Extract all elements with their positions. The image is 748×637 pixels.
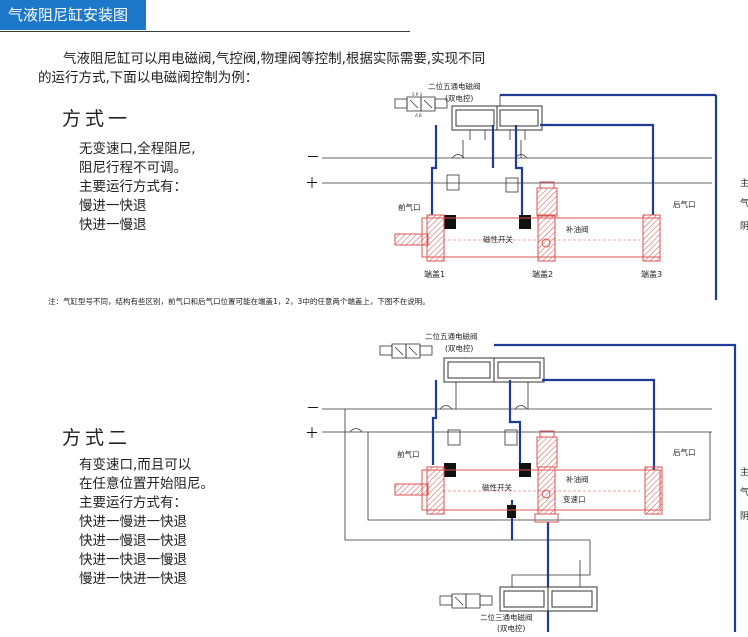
magnetic-switch-label: 磁性开关 <box>483 234 513 244</box>
mode2-line: 快进一慢退一快退 <box>79 533 187 549</box>
mode1-description: 无变速口,全程阻尼, 阻尼行程不可调。 主要运行方式有： 慢进一快退 快进一慢退 <box>79 140 196 235</box>
cylinder <box>394 214 661 262</box>
svg-text:5 P 3: 5 P 3 <box>412 92 423 97</box>
svg-text:阴: 阴 <box>740 511 748 522</box>
air-pipes <box>431 343 737 632</box>
plus-terminal: ＋ <box>305 426 319 442</box>
valve-sublabel: (双电控) <box>445 343 473 353</box>
svg-text:主: 主 <box>740 177 748 189</box>
mode2-line: 主要运行方式有： <box>79 495 187 511</box>
mode2-line: 快进一慢进一快退 <box>79 514 187 530</box>
solenoid-valve-3-2 <box>499 586 598 612</box>
intro-text: 气液阻尼缸可以用电磁阀,气控阀,物理阀等控制,根据实际需要,实现不同 的运行方式… <box>38 50 518 88</box>
mode2-line: 快进一快退一慢退 <box>79 552 187 568</box>
diagram-1: 5 P 3 A B 二位五通电磁阀 (双电控) － ＋ <box>305 81 718 300</box>
minus-terminal: － <box>306 401 320 417</box>
magnetic-switch-label: 磁性开关 <box>482 482 512 492</box>
solenoid-valve-5-2 <box>451 105 543 131</box>
svg-text:气: 气 <box>740 197 748 209</box>
intro-line-1: 气液阻尼缸可以用电磁阀,气控阀,物理阀等控制,根据实际需要,实现不同 <box>63 51 486 67</box>
mode2-line: 慢进一快进一快退 <box>79 571 187 587</box>
mid-fitting <box>519 215 531 229</box>
oil-valve-label: 补油阀 <box>566 224 589 234</box>
front-port-label: 前气口 <box>398 202 421 212</box>
diagram-2: 二位五通电磁阀 (双电控) － ＋ <box>305 331 737 633</box>
mode2-title: 方式二 <box>62 427 132 449</box>
right-edge-text: 主 气 阴 主 气 阴 <box>740 177 748 522</box>
valve-symbol-icon <box>439 593 493 609</box>
valve-symbol-icon <box>379 343 433 359</box>
plus-terminal: ＋ <box>305 176 319 192</box>
mode1-title: 方式一 <box>62 108 132 130</box>
valve-symbol-icon <box>394 96 448 112</box>
valve-sublabel: (双电控) <box>445 93 473 103</box>
valve3-label: 二位三通电磁阀 <box>480 612 533 622</box>
title-underline <box>0 31 410 32</box>
mode2-line: 有变速口,而且可以 <box>79 457 192 473</box>
oil-valve-icon <box>536 430 558 468</box>
mode1-line: 无变速口,全程阻尼, <box>79 141 196 157</box>
cylinder <box>394 466 663 523</box>
minus-terminal: － <box>306 150 320 166</box>
svg-text:气: 气 <box>740 486 748 498</box>
mode1-line: 慢进一快退 <box>79 198 147 214</box>
valve-label: 二位五通电磁阀 <box>428 81 481 91</box>
mode1-line: 主要运行方式有： <box>79 179 187 195</box>
rear-port-label: 后气口 <box>673 199 696 209</box>
note-text: 注：气缸型号不同，结构有些区别，前气口和后气口位置可能在端盖1，2，3中的任意两… <box>48 297 430 306</box>
oil-valve-icon <box>536 181 558 217</box>
cap1-label: 端盖1 <box>424 269 445 279</box>
mode1-line: 阻尼行程不可调。 <box>79 160 187 176</box>
front-port-label: 前气口 <box>397 449 420 459</box>
valve3-sublabel: (双电控) <box>497 623 525 633</box>
svg-text:A B: A B <box>415 113 422 118</box>
svg-text:阴: 阴 <box>740 221 748 232</box>
speed-fitting <box>507 505 516 518</box>
speed-port-label: 变速口 <box>563 494 586 504</box>
front-fitting <box>444 215 456 229</box>
oil-valve-label: 补油阀 <box>566 474 589 484</box>
rear-port-label: 后气口 <box>673 447 696 457</box>
cap3-label: 端盖3 <box>641 269 662 279</box>
valve-label: 二位五通电磁阀 <box>425 331 478 341</box>
mode2-line: 在任意位置开始阻尼。 <box>79 476 214 492</box>
air-pipes <box>430 93 718 300</box>
svg-text:主: 主 <box>740 466 748 478</box>
intro-line-2: 的运行方式,下面以电磁阀控制为例： <box>38 70 259 86</box>
cap2-label: 端盖2 <box>532 269 553 279</box>
mode1-line: 快进一慢退 <box>79 217 147 233</box>
mode2-description: 有变速口,而且可以 在任意位置开始阻尼。 主要运行方式有： 快进一慢进一快退 快… <box>79 456 214 589</box>
solenoid-valve-5-2 <box>443 357 545 383</box>
page-title: 气液阻尼缸安装图 <box>0 0 146 30</box>
